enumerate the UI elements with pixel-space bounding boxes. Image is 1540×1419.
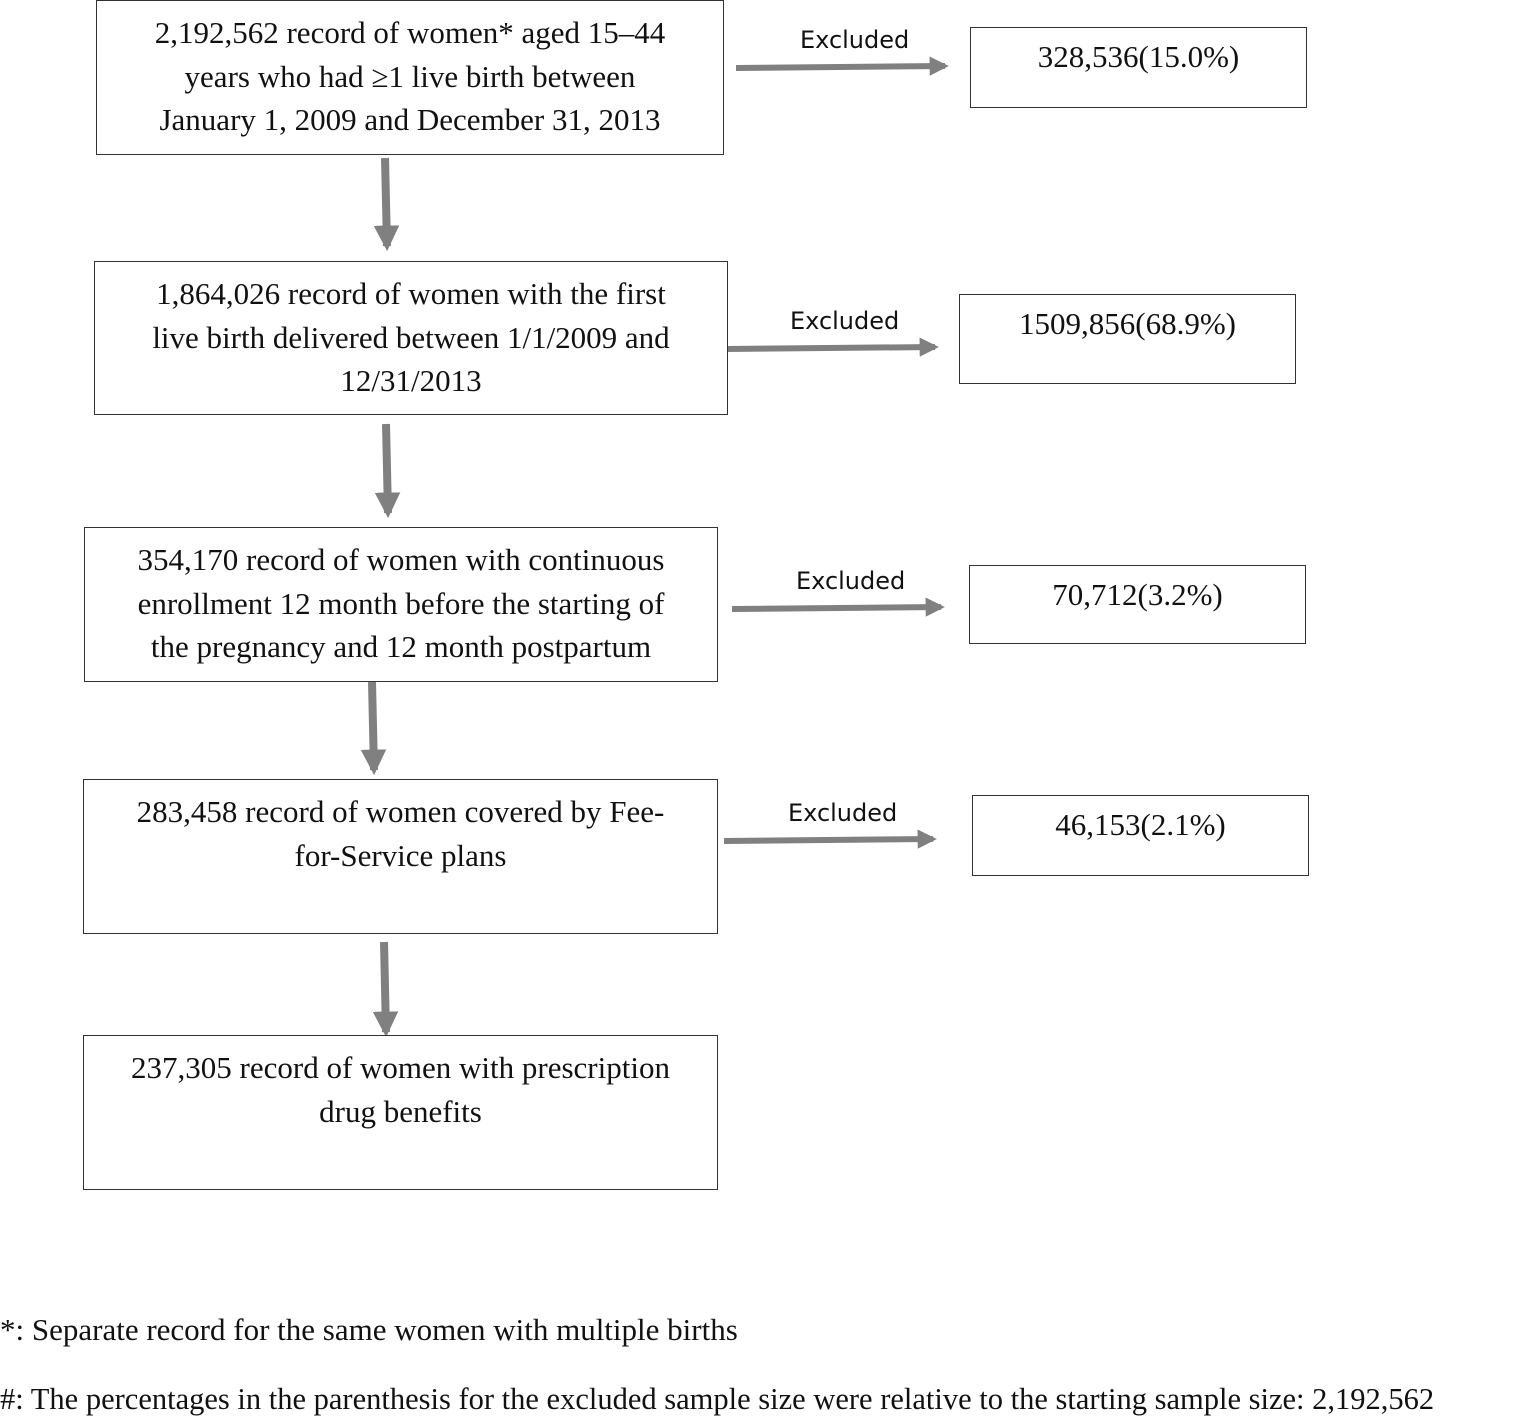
exclude-arrow-1 xyxy=(735,56,949,76)
step-box-3: 354,170 record of women with continuous … xyxy=(84,527,718,682)
step-1-line-3: January 1, 2009 and December 31, 2013 xyxy=(159,102,661,137)
step-4-line-2: for-Service plans xyxy=(294,837,507,873)
excluded-value-1: 328,536(15.0%) xyxy=(1037,39,1240,74)
step-1-line-2: years who had ≥1 live birth between xyxy=(184,58,636,94)
step-3-line-2: enrollment 12 month before the starting … xyxy=(137,585,665,621)
step-5-line-1: 237,305 record of women with prescriptio… xyxy=(131,1050,670,1085)
exclude-arrow-3 xyxy=(731,597,945,617)
down-arrow-2 xyxy=(374,423,401,519)
step-4-line-1: 283,458 record of women covered by Fee- xyxy=(136,794,665,829)
step-2-line-1: 1,864,026 record of women with the first xyxy=(156,276,666,311)
step-box-2: 1,864,026 record of women with the first… xyxy=(94,261,728,415)
step-3-line-1: 354,170 record of women with continuous xyxy=(137,542,665,577)
excluded-label-3: Excluded xyxy=(796,567,906,595)
excluded-label-4: Excluded xyxy=(788,799,898,827)
step-1-line-1: 2,192,562 record of women* aged 15–44 xyxy=(154,15,666,50)
excluded-value-2: 1509,856(68.9%) xyxy=(1019,306,1236,341)
step-2-line-3: 12/31/2013 xyxy=(340,363,482,398)
excluded-box-2: 1509,856(68.9%) xyxy=(959,294,1296,384)
step-box-5: 237,305 record of women with prescriptio… xyxy=(83,1035,718,1190)
footnote-asterisk: *: Separate record for the same women wi… xyxy=(0,1312,738,1347)
step-2-line-2: live birth delivered between 1/1/2009 an… xyxy=(152,319,670,355)
step-box-1: 2,192,562 record of women* aged 15–44 ye… xyxy=(96,0,724,155)
excluded-value-4: 46,153(2.1%) xyxy=(1055,807,1226,842)
excluded-box-4: 46,153(2.1%) xyxy=(972,795,1309,876)
down-arrow-1 xyxy=(373,157,400,252)
step-3-line-3: the pregnancy and 12 month postpartum xyxy=(150,629,652,664)
step-5-line-2: drug benefits xyxy=(319,1093,482,1129)
exclude-arrow-2 xyxy=(726,337,939,357)
excluded-box-1: 328,536(15.0%) xyxy=(970,27,1307,108)
excluded-box-3: 70,712(3.2%) xyxy=(969,565,1306,644)
excluded-label-1: Excluded xyxy=(800,26,910,54)
down-arrow-3 xyxy=(360,681,387,776)
down-arrow-4 xyxy=(372,941,399,1038)
footnote-hash: #: The percentages in the parenthesis fo… xyxy=(0,1382,1435,1416)
step-box-4: 283,458 record of women covered by Fee- … xyxy=(83,779,718,934)
excluded-label-2: Excluded xyxy=(790,307,900,335)
excluded-value-3: 70,712(3.2%) xyxy=(1052,577,1223,612)
exclude-arrow-4 xyxy=(723,829,937,849)
